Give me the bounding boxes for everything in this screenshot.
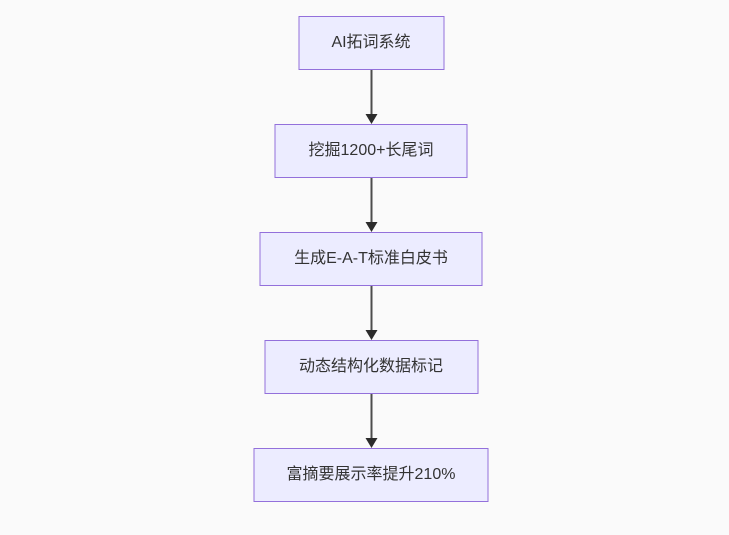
node-label: 动态结构化数据标记 [298, 358, 443, 375]
node-label: 生成E-A-T标准白皮书 [294, 250, 448, 267]
flowchart-node-ai-keyword-system: AI拓词系统 [298, 16, 444, 70]
arrowhead-down-icon [365, 438, 377, 448]
flow-arrow-2 [365, 178, 377, 232]
flowchart-node-eat-whitepaper: 生成E-A-T标准白皮书 [259, 232, 483, 286]
arrowhead-down-icon [365, 114, 377, 124]
arrow-line [370, 178, 372, 222]
flow-arrow-1 [365, 70, 377, 124]
arrow-line [370, 286, 372, 330]
node-label: 挖掘1200+长尾词 [308, 142, 434, 159]
arrowhead-down-icon [365, 330, 377, 340]
flowchart-node-longtail-mining: 挖掘1200+长尾词 [274, 124, 468, 178]
arrow-line [370, 394, 372, 438]
flowchart: AI拓词系统 挖掘1200+长尾词 生成E-A-T标准白皮书 动态结构化数据标记… [253, 16, 489, 502]
arrowhead-down-icon [365, 222, 377, 232]
arrow-line [370, 70, 372, 114]
node-label: 富摘要展示率提升210% [286, 466, 456, 483]
node-label: AI拓词系统 [331, 34, 411, 51]
flow-arrow-3 [365, 286, 377, 340]
flow-arrow-4 [365, 394, 377, 448]
flowchart-node-structured-data-markup: 动态结构化数据标记 [264, 340, 478, 394]
flowchart-node-rich-snippet-rate: 富摘要展示率提升210% [253, 448, 489, 502]
